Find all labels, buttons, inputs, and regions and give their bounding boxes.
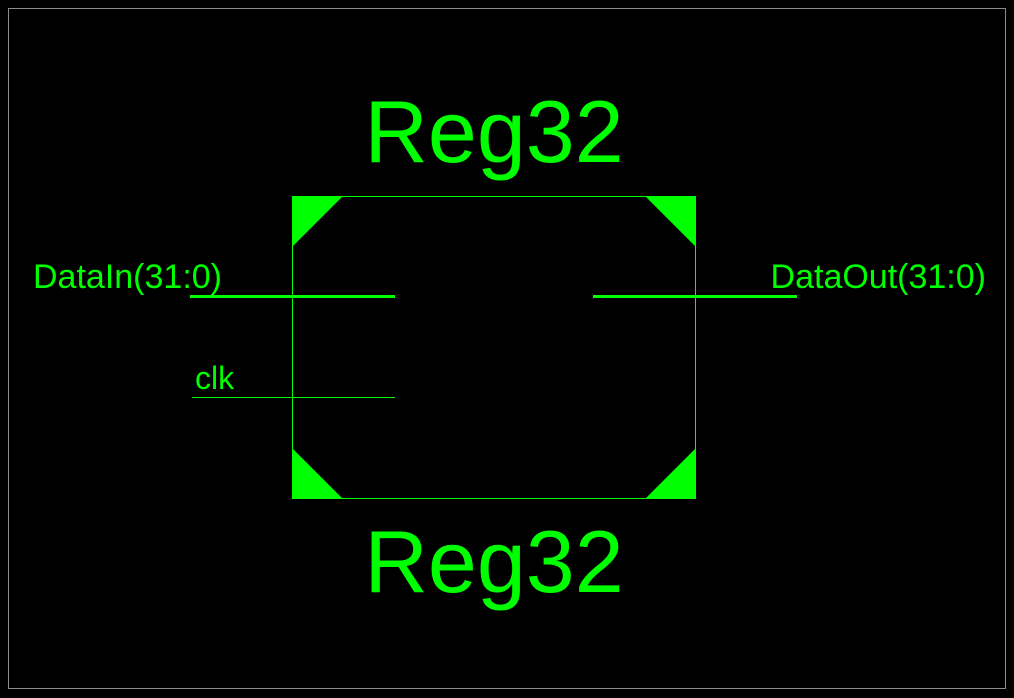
register-symbol[interactable] (292, 196, 696, 499)
pin-datain-label: DataIn(31:0) (33, 258, 222, 296)
sheet-frame (8, 8, 1006, 689)
pin-clk-label: clk (195, 360, 235, 396)
pin-datain[interactable]: DataIn(31:0) (33, 258, 395, 298)
corner-marker-bottom-right (645, 448, 696, 499)
pin-clk[interactable]: clk (192, 360, 395, 398)
symbol-name-top: Reg32 (364, 82, 623, 181)
corner-marker-top-left (292, 196, 343, 247)
pin-dataout-label: DataOut(31:0) (771, 258, 986, 296)
pin-dataout[interactable]: DataOut(31:0) (593, 258, 986, 298)
corner-marker-top-right (645, 196, 696, 247)
corner-marker-bottom-left (292, 448, 343, 499)
symbol-body[interactable] (292, 196, 696, 499)
symbol-name-bottom: Reg32 (364, 512, 623, 611)
